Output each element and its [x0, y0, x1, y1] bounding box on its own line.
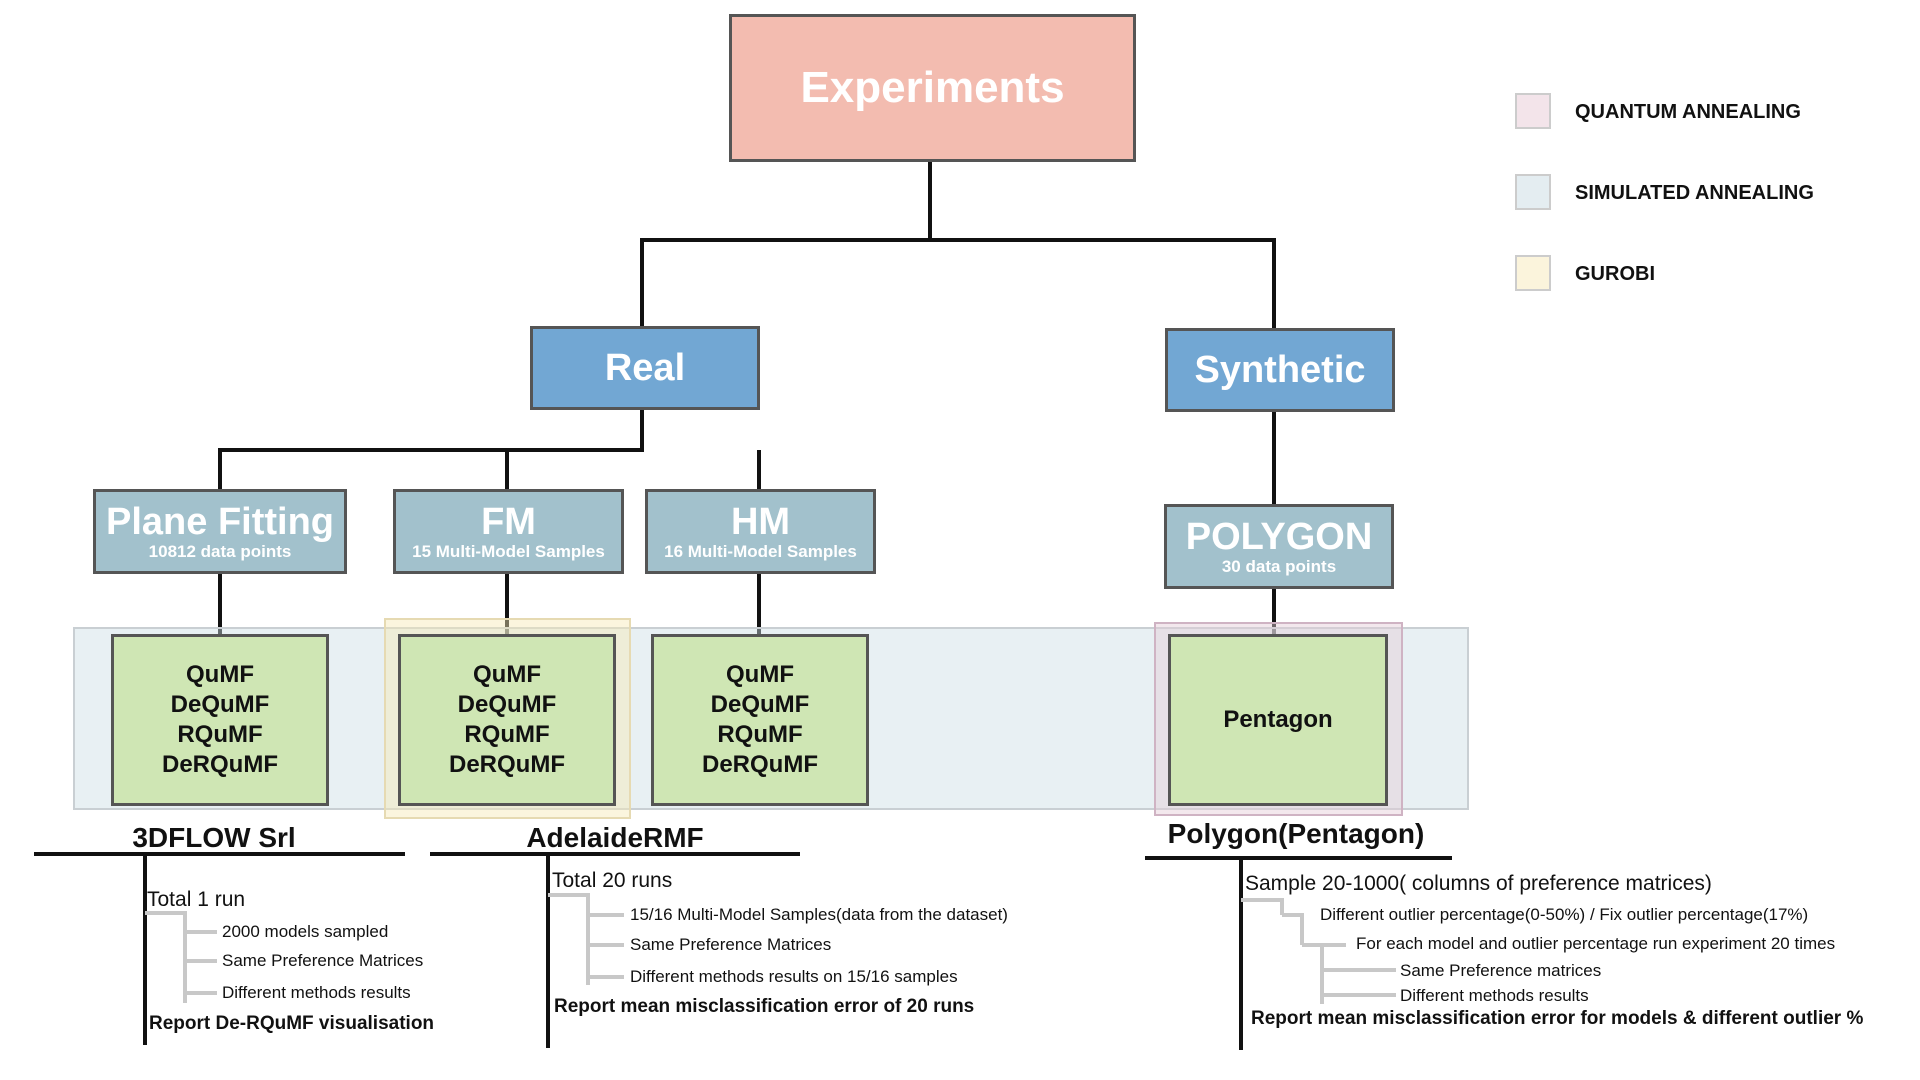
section-title-adelaide: AdelaideRMF [526, 822, 704, 853]
method-qumf: QuMF [726, 661, 794, 688]
method-dequmf: DeQuMF [170, 691, 270, 718]
edge-real-datasets [218, 410, 761, 489]
flow-item-1: 2000 models sampled [222, 922, 389, 941]
experiments-node: Experiments [729, 14, 1136, 162]
polygon-item-1: Different outlier percentage(0-50%) / Fi… [1320, 905, 1809, 924]
section-rule-adelaide [430, 852, 800, 1048]
legend-label-quantum: QUANTUM ANNEALING [1575, 101, 1801, 123]
real-label: Real [604, 347, 686, 389]
plane-fitting-sub: 10812 data points [148, 542, 292, 561]
plane-fitting-node: Plane Fitting 10812 data points [93, 489, 347, 574]
polygon-label: POLYGON [1185, 516, 1373, 558]
method-derqumf: DeRQuMF [702, 751, 818, 778]
legend-swatch-gurobi [1515, 255, 1551, 291]
flow-item-3: Different methods results [222, 983, 411, 1002]
bracket-polygon [1241, 898, 1396, 1004]
section-title-3dflow: 3DFLOW Srl [132, 822, 296, 853]
flow-total: Total 1 run [147, 888, 246, 911]
polygon-item-4: Different methods results [1400, 986, 1589, 1005]
fm-sub: 15 Multi-Model Samples [412, 542, 605, 561]
edge-root-children [640, 160, 1276, 328]
section-rule-flow [34, 852, 405, 1045]
methods-fm: QuMF DeQuMF RQuMF DeRQuMF [398, 634, 616, 806]
methods-hm: QuMF DeQuMF RQuMF DeRQuMF [651, 634, 869, 806]
method-qumf: QuMF [473, 661, 541, 688]
plane-fitting-label: Plane Fitting [106, 501, 334, 543]
polygon-item-2: For each model and outlier percentage ru… [1356, 934, 1836, 953]
hm-node: HM 16 Multi-Model Samples [645, 489, 876, 574]
adelaide-item-1: 15/16 Multi-Model Samples(data from the … [630, 905, 1008, 924]
hm-sub: 16 Multi-Model Samples [664, 542, 857, 561]
method-rqumf: RQuMF [177, 721, 263, 748]
bracket-flow [145, 911, 217, 1003]
method-dequmf: DeQuMF [710, 691, 810, 718]
legend-swatch-simulated [1515, 174, 1551, 210]
polygon-node: POLYGON 30 data points [1164, 504, 1394, 589]
polygon-report: Report mean misclassification error for … [1251, 1008, 1864, 1029]
edge-datasets-methods [218, 572, 1276, 634]
bracket-adelaide [548, 893, 624, 985]
synthetic-label: Synthetic [1194, 349, 1366, 391]
adelaide-report: Report mean misclassification error of 2… [554, 996, 975, 1017]
section-rule-polygon [1145, 856, 1452, 1050]
polygon-sub: 30 data points [1221, 557, 1337, 576]
flow-item-2: Same Preference Matrices [222, 951, 424, 970]
flow-report: Report De-RQuMF visualisation [149, 1013, 435, 1034]
legend-label-simulated: SIMULATED ANNEALING [1575, 182, 1814, 204]
method-qumf: QuMF [186, 661, 254, 688]
adelaide-item-2: Same Preference Matrices [630, 935, 832, 954]
methods-plane-fitting: QuMF DeQuMF RQuMF DeRQuMF [111, 634, 329, 806]
method-derqumf: DeRQuMF [449, 751, 565, 778]
hm-label: HM [730, 501, 791, 543]
method-rqumf: RQuMF [717, 721, 803, 748]
polygon-item-3: Same Preference matrices [1400, 961, 1602, 980]
adelaide-item-3: Different methods results on 15/16 sampl… [630, 967, 958, 986]
real-node: Real [530, 326, 760, 410]
adelaide-total: Total 20 runs [552, 869, 673, 892]
fm-node: FM 15 Multi-Model Samples [393, 489, 624, 574]
method-derqumf: DeRQuMF [162, 751, 278, 778]
legend-label-gurobi: GUROBI [1575, 263, 1655, 285]
pentagon-label: Pentagon [1223, 706, 1333, 733]
fm-label: FM [481, 501, 536, 543]
synthetic-node: Synthetic [1165, 328, 1395, 412]
method-dequmf: DeQuMF [457, 691, 557, 718]
experiments-label: Experiments [800, 63, 1065, 112]
polygon-total: Sample 20-1000( columns of preference ma… [1245, 872, 1712, 895]
pentagon-node: Pentagon [1168, 634, 1388, 806]
legend-swatch-quantum [1515, 93, 1551, 129]
method-rqumf: RQuMF [464, 721, 550, 748]
section-title-polygon: Polygon(Pentagon) [1167, 818, 1425, 849]
